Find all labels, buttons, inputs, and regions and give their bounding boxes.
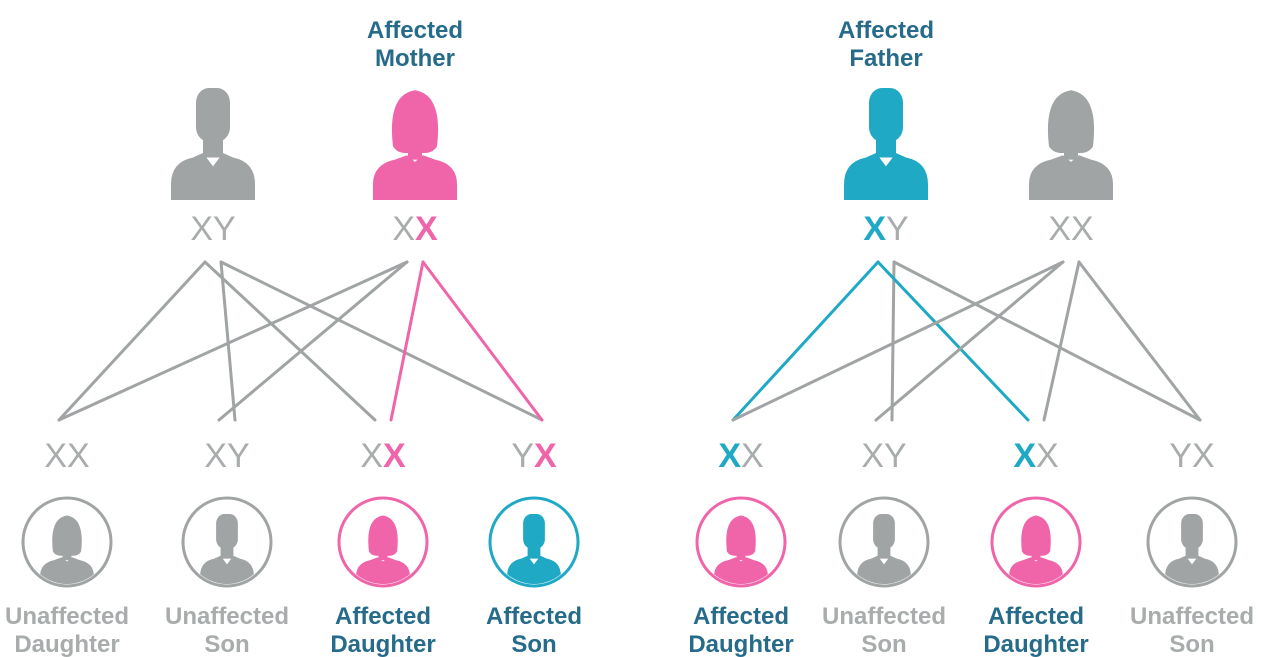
- father-link-1: [890, 260, 896, 422]
- mother-parent-1-woman-silhouette-icon: [373, 90, 457, 200]
- mother-link-6: [389, 260, 425, 422]
- father-link-4: [731, 260, 1065, 422]
- father-child-1-genotype: XY: [861, 437, 906, 475]
- head-shape: [873, 514, 895, 549]
- head-shape: [869, 88, 903, 142]
- mother-link-2: [203, 260, 377, 422]
- father-link-7: [1077, 260, 1202, 422]
- father-child-3-man-avatar-icon: [1146, 496, 1238, 588]
- man-icon: [857, 514, 911, 584]
- mother-child-3-man-avatar-icon: [488, 496, 580, 588]
- man-icon: [1165, 514, 1219, 584]
- mother-child-1-man-avatar-icon: [181, 496, 273, 588]
- woman-icon: [356, 515, 410, 584]
- head-shape: [216, 514, 238, 549]
- father-parent-0-man-silhouette-icon: [844, 88, 928, 200]
- man-icon: [507, 514, 561, 584]
- mother-child-0-genotype: XX: [44, 437, 89, 475]
- father-link-5: [874, 260, 1065, 422]
- mother-child-1-genotype: XY: [204, 437, 249, 475]
- mother-child-2-woman-avatar-icon: [337, 496, 429, 588]
- shoulders-shape: [200, 555, 254, 584]
- shoulders-shape: [373, 155, 457, 200]
- neck-shape: [408, 148, 422, 160]
- neck-shape: [62, 552, 72, 561]
- neck-shape: [378, 552, 388, 561]
- mother-child-3-genotype: YX: [511, 437, 557, 475]
- mother-parent-0-man-silhouette-icon: [171, 88, 255, 200]
- neck-shape: [527, 544, 541, 559]
- shoulders-shape: [1029, 155, 1113, 200]
- man-icon: [200, 514, 254, 584]
- hair-shape: [1021, 515, 1051, 556]
- mother-link-1: [219, 260, 237, 422]
- shoulders-shape: [844, 152, 928, 200]
- hair-shape: [1047, 90, 1095, 153]
- shoulders-shape: [1165, 555, 1219, 584]
- mother-child-2-genotype: XX: [360, 437, 406, 475]
- shoulders-shape: [857, 555, 911, 584]
- head-shape: [523, 514, 545, 549]
- neck-shape: [877, 544, 891, 559]
- father-parent-1-woman-silhouette-icon: [1029, 90, 1113, 200]
- mother-parent-1-genotype: XX: [392, 210, 438, 248]
- father-child-0-genotype: XX: [718, 437, 763, 475]
- neck-shape: [1064, 148, 1078, 160]
- father-child-1-man-avatar-icon: [838, 496, 930, 588]
- mother-link-7: [421, 260, 544, 422]
- father-link-6: [1042, 260, 1081, 422]
- hair-shape: [52, 515, 82, 556]
- mother-link-4: [57, 260, 409, 422]
- head-shape: [196, 88, 230, 142]
- father-child-2-woman-avatar-icon: [990, 496, 1082, 588]
- mother-child-0-woman-avatar-icon: [21, 496, 113, 588]
- father-child-3-genotype: YX: [1169, 437, 1214, 475]
- mother-link-0: [57, 260, 207, 422]
- shoulders-shape: [1009, 557, 1063, 584]
- shoulders-shape: [171, 152, 255, 200]
- neck-shape: [1185, 544, 1199, 559]
- woman-icon: [1009, 515, 1063, 584]
- neck-shape: [876, 135, 896, 158]
- father-link-2: [876, 260, 1030, 422]
- father-parent-0-genotype: XY: [863, 210, 908, 248]
- father-child-2-genotype: XX: [1013, 437, 1058, 475]
- father-parent-1-genotype: XX: [1048, 210, 1093, 248]
- hair-shape: [368, 515, 398, 556]
- neck-shape: [203, 135, 223, 158]
- neck-shape: [1031, 552, 1041, 561]
- mother-parent-0-genotype: XY: [190, 210, 235, 248]
- shoulders-shape: [507, 555, 561, 584]
- woman-icon: [714, 515, 768, 584]
- hair-shape: [726, 515, 756, 556]
- father-child-0-woman-avatar-icon: [695, 496, 787, 588]
- shoulders-shape: [356, 557, 410, 584]
- father-link-0: [731, 260, 880, 422]
- woman-icon: [40, 515, 94, 584]
- head-shape: [1181, 514, 1203, 549]
- mother-link-3: [219, 260, 544, 422]
- shoulders-shape: [714, 557, 768, 584]
- shoulders-shape: [40, 557, 94, 584]
- father-link-3: [892, 260, 1202, 422]
- mother-link-5: [217, 260, 409, 422]
- neck-shape: [220, 544, 234, 559]
- hair-shape: [391, 90, 439, 153]
- neck-shape: [736, 552, 746, 561]
